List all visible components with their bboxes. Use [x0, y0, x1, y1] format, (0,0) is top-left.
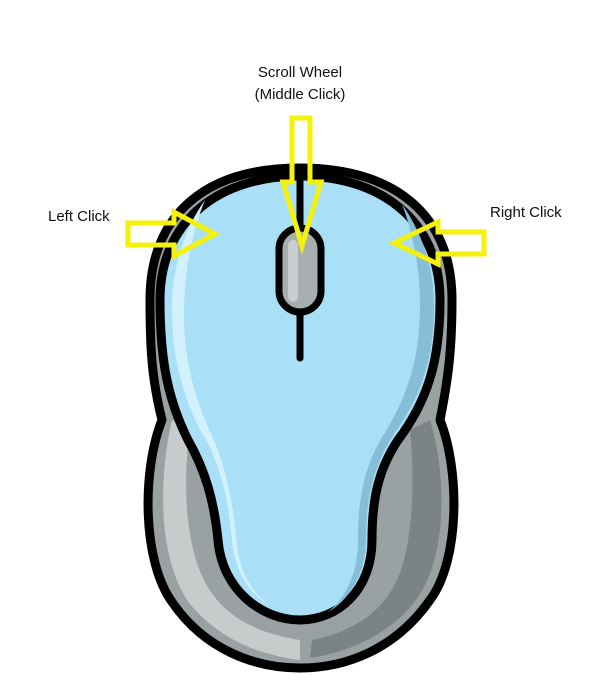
- scroll-wheel-label-line2: (Middle Click): [254, 86, 346, 103]
- scroll-wheel-label: Scroll Wheel (Middle Click): [240, 62, 360, 106]
- mouse-base-shadow: [310, 420, 442, 658]
- mouse-shell-highlight: [171, 200, 270, 606]
- mouse-base-highlight: [163, 420, 300, 660]
- right-click-label: Right Click: [490, 204, 562, 221]
- scroll-wheel-label-line1: Scroll Wheel: [257, 64, 343, 81]
- arrow-down-icon: [279, 115, 325, 255]
- left-click-label: Left Click: [48, 208, 110, 225]
- arrow-right-icon: [125, 207, 221, 261]
- computer-mouse-icon: [143, 163, 459, 673]
- arrow-left-icon: [388, 218, 487, 268]
- scroll-wheel-shine: [288, 240, 298, 302]
